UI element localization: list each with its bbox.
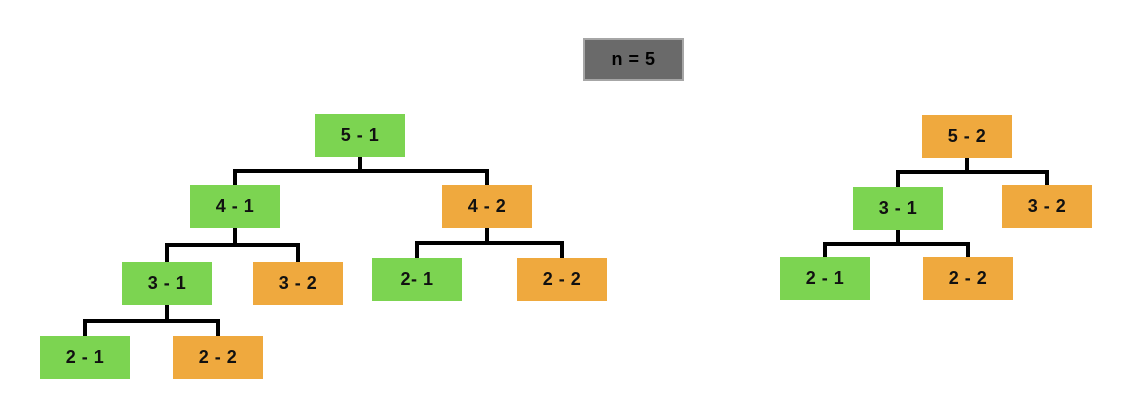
tree-node-tree-5-2-2-2: 2 - 2 xyxy=(923,257,1013,300)
tree-node-tree-5-1-2-1b: 2 - 1 xyxy=(40,336,130,379)
tree-node-tree-5-1-2-1a: 2- 1 xyxy=(372,258,462,301)
tree-node-tree-5-1-4-2: 4 - 2 xyxy=(442,185,532,228)
legend-box: n = 5 xyxy=(583,38,684,81)
tree-node-tree-5-1-4-1: 4 - 1 xyxy=(190,185,280,228)
tree-node-tree-5-1-3-1: 3 - 1 xyxy=(122,262,212,305)
tree-node-tree-5-1-2-2b: 2 - 2 xyxy=(173,336,263,379)
tree-node-tree-5-2-5-2: 5 - 2 xyxy=(922,115,1012,158)
tree-node-tree-5-1-2-2a: 2 - 2 xyxy=(517,258,607,301)
tree-node-tree-5-2-3-2: 3 - 2 xyxy=(1002,185,1092,228)
tree-node-tree-5-2-2-1: 2 - 1 xyxy=(780,257,870,300)
legend-label: n = 5 xyxy=(611,49,656,69)
tree-node-tree-5-2-3-1: 3 - 1 xyxy=(853,187,943,230)
tree-node-tree-5-1-3-2: 3 - 2 xyxy=(253,262,343,305)
tree-node-tree-5-1-5-1: 5 - 1 xyxy=(315,114,405,157)
